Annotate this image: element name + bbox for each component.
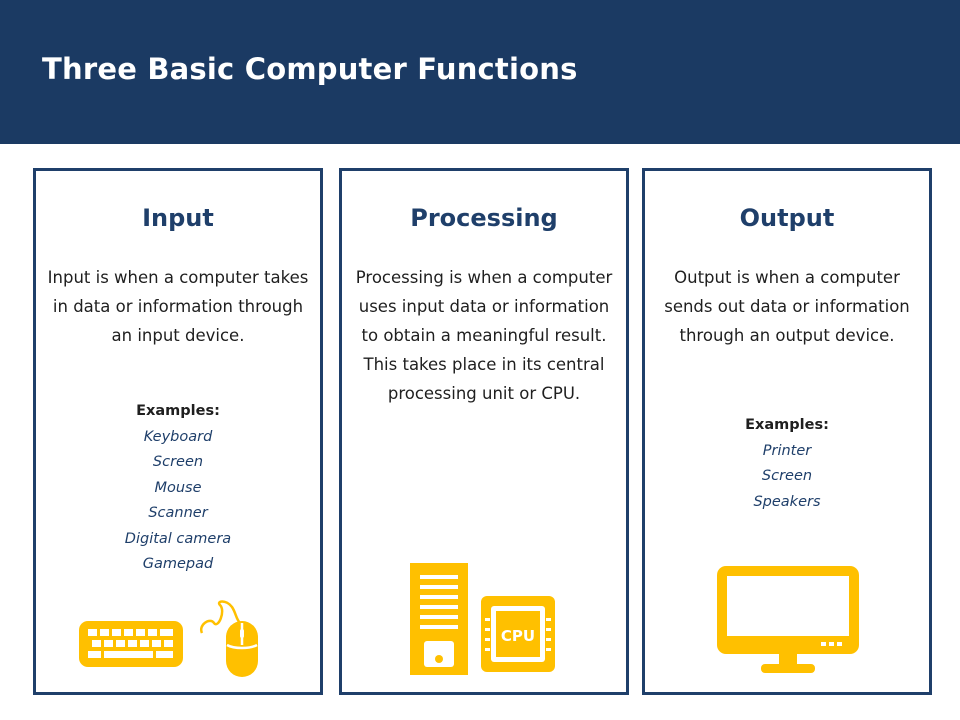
example-item: Printer xyxy=(762,442,812,459)
processing-panel: Processing Processing is when a computer… xyxy=(339,168,629,695)
monitor-icon xyxy=(717,566,859,673)
example-item: Screen xyxy=(152,454,204,470)
example-item: Scanner xyxy=(148,505,208,521)
processing-heading: Processing xyxy=(410,204,558,232)
title-banner: Three Basic Computer Functions xyxy=(0,0,960,144)
input-panel: Input Input is when a computer takes in … xyxy=(33,168,323,695)
output-examples: Examples: Printer Screen Speakers xyxy=(645,413,929,515)
processing-description: Processing is when a computer uses input… xyxy=(355,268,613,403)
example-item: Mouse xyxy=(154,479,202,496)
cpu-chip-icon: CPU xyxy=(481,596,555,672)
example-item: Keyboard xyxy=(143,428,213,445)
output-heading: Output xyxy=(739,204,835,232)
mouse-icon xyxy=(199,600,258,677)
example-item: Gamepad xyxy=(142,556,214,572)
keyboard-icon xyxy=(79,621,183,667)
example-item: Digital camera xyxy=(124,530,232,547)
output-description: Output is when a computer sends out data… xyxy=(664,268,910,345)
computer-tower-icon xyxy=(410,563,468,675)
input-description: Input is when a computer takes in data o… xyxy=(47,268,309,345)
examples-label: Examples: xyxy=(745,417,829,433)
output-panel: Output Output is when a computer sends o… xyxy=(642,168,932,695)
example-item: Screen xyxy=(761,468,813,484)
cpu-chip-label: CPU xyxy=(501,627,535,645)
input-examples: Examples: Keyboard Screen Mouse Scanner … xyxy=(36,399,320,578)
input-heading: Input xyxy=(142,204,214,232)
page-title: Three Basic Computer Functions xyxy=(42,52,578,86)
examples-label: Examples: xyxy=(136,403,220,419)
example-item: Speakers xyxy=(753,493,821,510)
